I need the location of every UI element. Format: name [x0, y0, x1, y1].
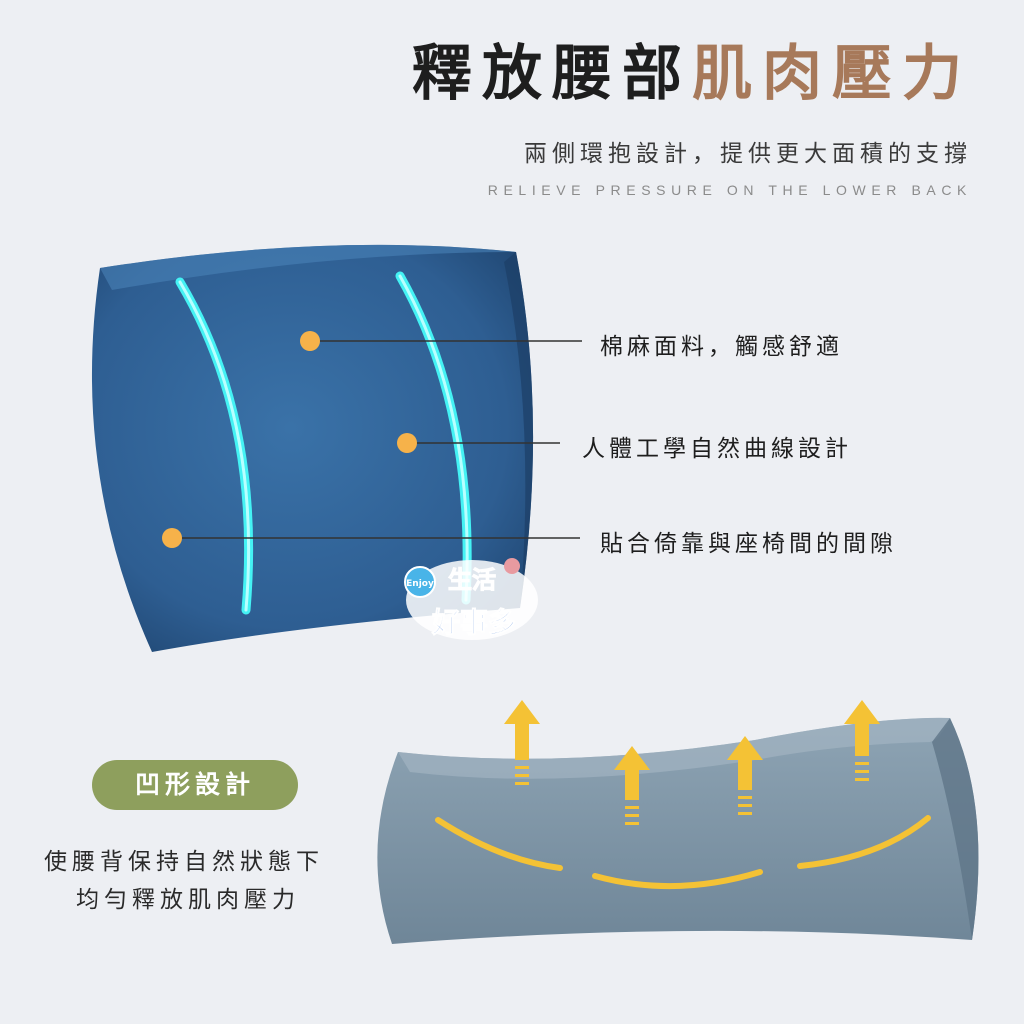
- feature-label-ergonomic: 人體工學自然曲線設計: [582, 436, 852, 462]
- callout-dot-3: [162, 528, 182, 548]
- page-title: 釋放腰部肌肉壓力: [412, 44, 972, 104]
- pressure-up-arrow-4: [844, 700, 880, 781]
- callout-dot-1: [300, 331, 320, 351]
- svg-text:好事多: 好事多: [431, 606, 516, 639]
- english-tagline: RELIEVE PRESSURE ON THE LOWER BACK: [487, 182, 972, 198]
- title-accent-part: 肌肉壓力: [692, 39, 972, 109]
- pressure-up-arrow-3: [727, 736, 763, 815]
- gray-cushion: [377, 717, 979, 944]
- concave-desc-line-2: 均勻釋放肌肉壓力: [76, 887, 300, 913]
- brand-sticker-logo: Enjoy 生活 好事多: [404, 558, 538, 640]
- callout-dot-2: [397, 433, 417, 453]
- concave-design-badge: 凹形設計: [92, 760, 298, 810]
- pressure-up-arrow-2: [614, 746, 650, 825]
- svg-text:Enjoy: Enjoy: [406, 579, 434, 589]
- svg-text:生活: 生活: [448, 566, 496, 594]
- title-dark-part: 釋放腰部: [412, 39, 692, 109]
- feature-label-fabric: 棉麻面料，觸感舒適: [600, 334, 843, 360]
- feature-label-gap-fit: 貼合倚靠與座椅間的間隙: [600, 531, 897, 557]
- subtitle: 兩側環抱設計，提供更大面積的支撐: [524, 141, 972, 167]
- pressure-up-arrow-1: [504, 700, 540, 785]
- concave-desc-line-1: 使腰背保持自然狀態下: [44, 849, 324, 875]
